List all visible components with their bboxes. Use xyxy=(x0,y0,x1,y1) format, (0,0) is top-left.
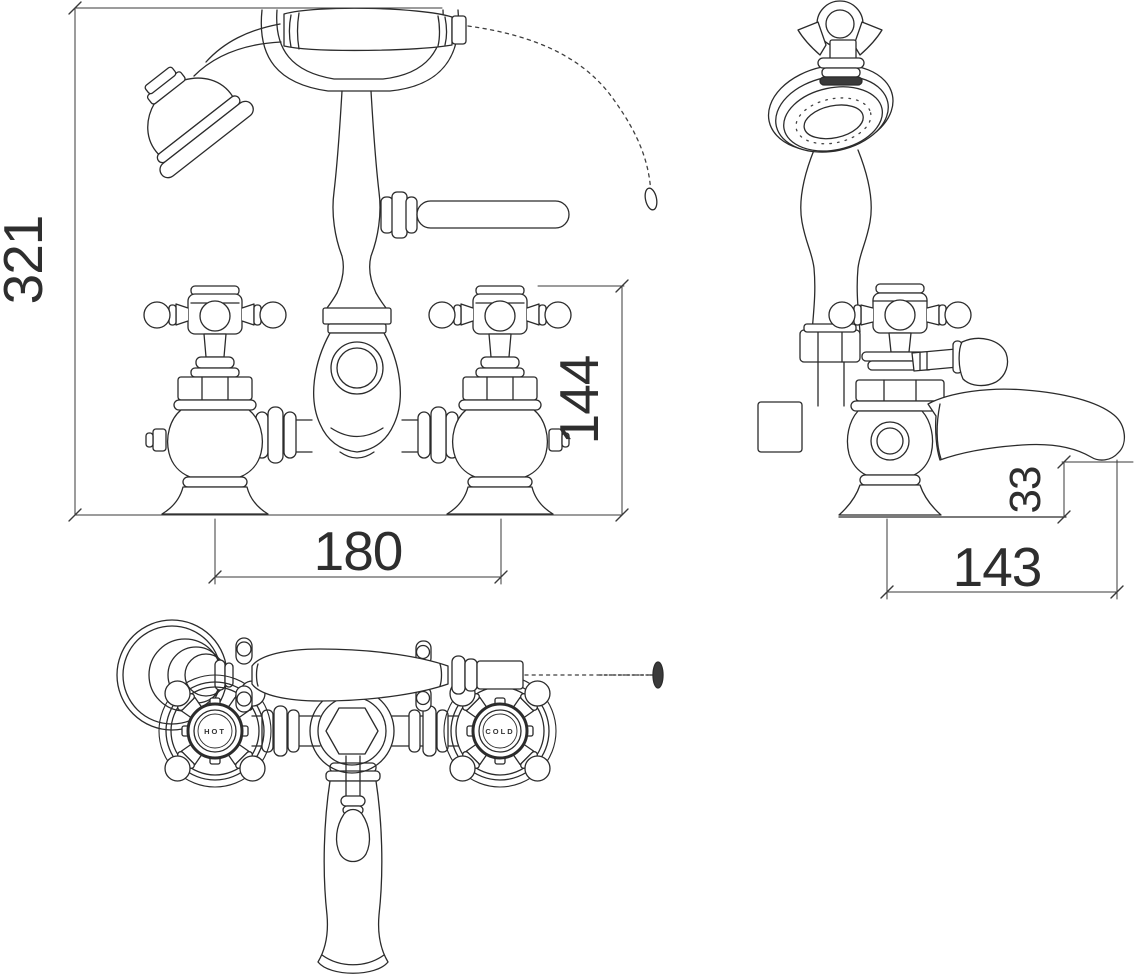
riser-column xyxy=(332,90,381,294)
handset-neck xyxy=(193,23,282,77)
valve-body-side xyxy=(838,379,950,516)
head-neck-rings xyxy=(817,57,865,86)
dim-spout-outlet-height: 33 xyxy=(1001,455,1134,524)
plan-view: HOT COLD xyxy=(116,619,664,974)
handset-head xyxy=(144,66,254,179)
inlet-pipes xyxy=(253,406,463,464)
front-view xyxy=(143,7,658,515)
pipes-plan xyxy=(251,705,459,757)
handset-handle xyxy=(283,7,467,52)
dim-overall-height: 321 xyxy=(0,1,623,522)
side-view xyxy=(757,0,1125,518)
shower-hose xyxy=(467,25,658,211)
cold-label: COLD xyxy=(485,727,514,736)
diverter-lever xyxy=(911,337,1009,387)
cradle-posts-plan xyxy=(235,637,432,713)
dim-inlet-centres-value: 180 xyxy=(314,520,403,582)
hose-outlet xyxy=(380,191,570,239)
dim-handle-height-value: 144 xyxy=(548,356,610,445)
handset-head-side xyxy=(767,64,894,153)
shower-hose-plan xyxy=(524,661,664,689)
supply-pipe xyxy=(757,323,861,453)
dim-spout-projection-value: 143 xyxy=(953,536,1042,598)
dim-inlet-centres: 180 xyxy=(208,518,508,585)
diverter-lever-plan xyxy=(335,755,371,863)
spout-side xyxy=(927,388,1125,461)
handset-plan xyxy=(251,648,524,702)
dim-spout-outlet-height-value: 33 xyxy=(1001,467,1050,514)
centre-body xyxy=(313,292,401,459)
handset-handle-side xyxy=(800,149,872,333)
hot-label: HOT xyxy=(204,727,226,736)
spout-plan xyxy=(317,762,389,974)
dim-overall-height-value: 321 xyxy=(0,216,54,305)
dim-spout-projection: 143 xyxy=(880,459,1124,600)
hot-valve-front xyxy=(143,285,287,515)
dim-handle-height: 144 xyxy=(537,279,629,522)
dimensions: 321 144 180 143 xyxy=(0,1,1134,600)
wall-bracket xyxy=(797,0,883,63)
